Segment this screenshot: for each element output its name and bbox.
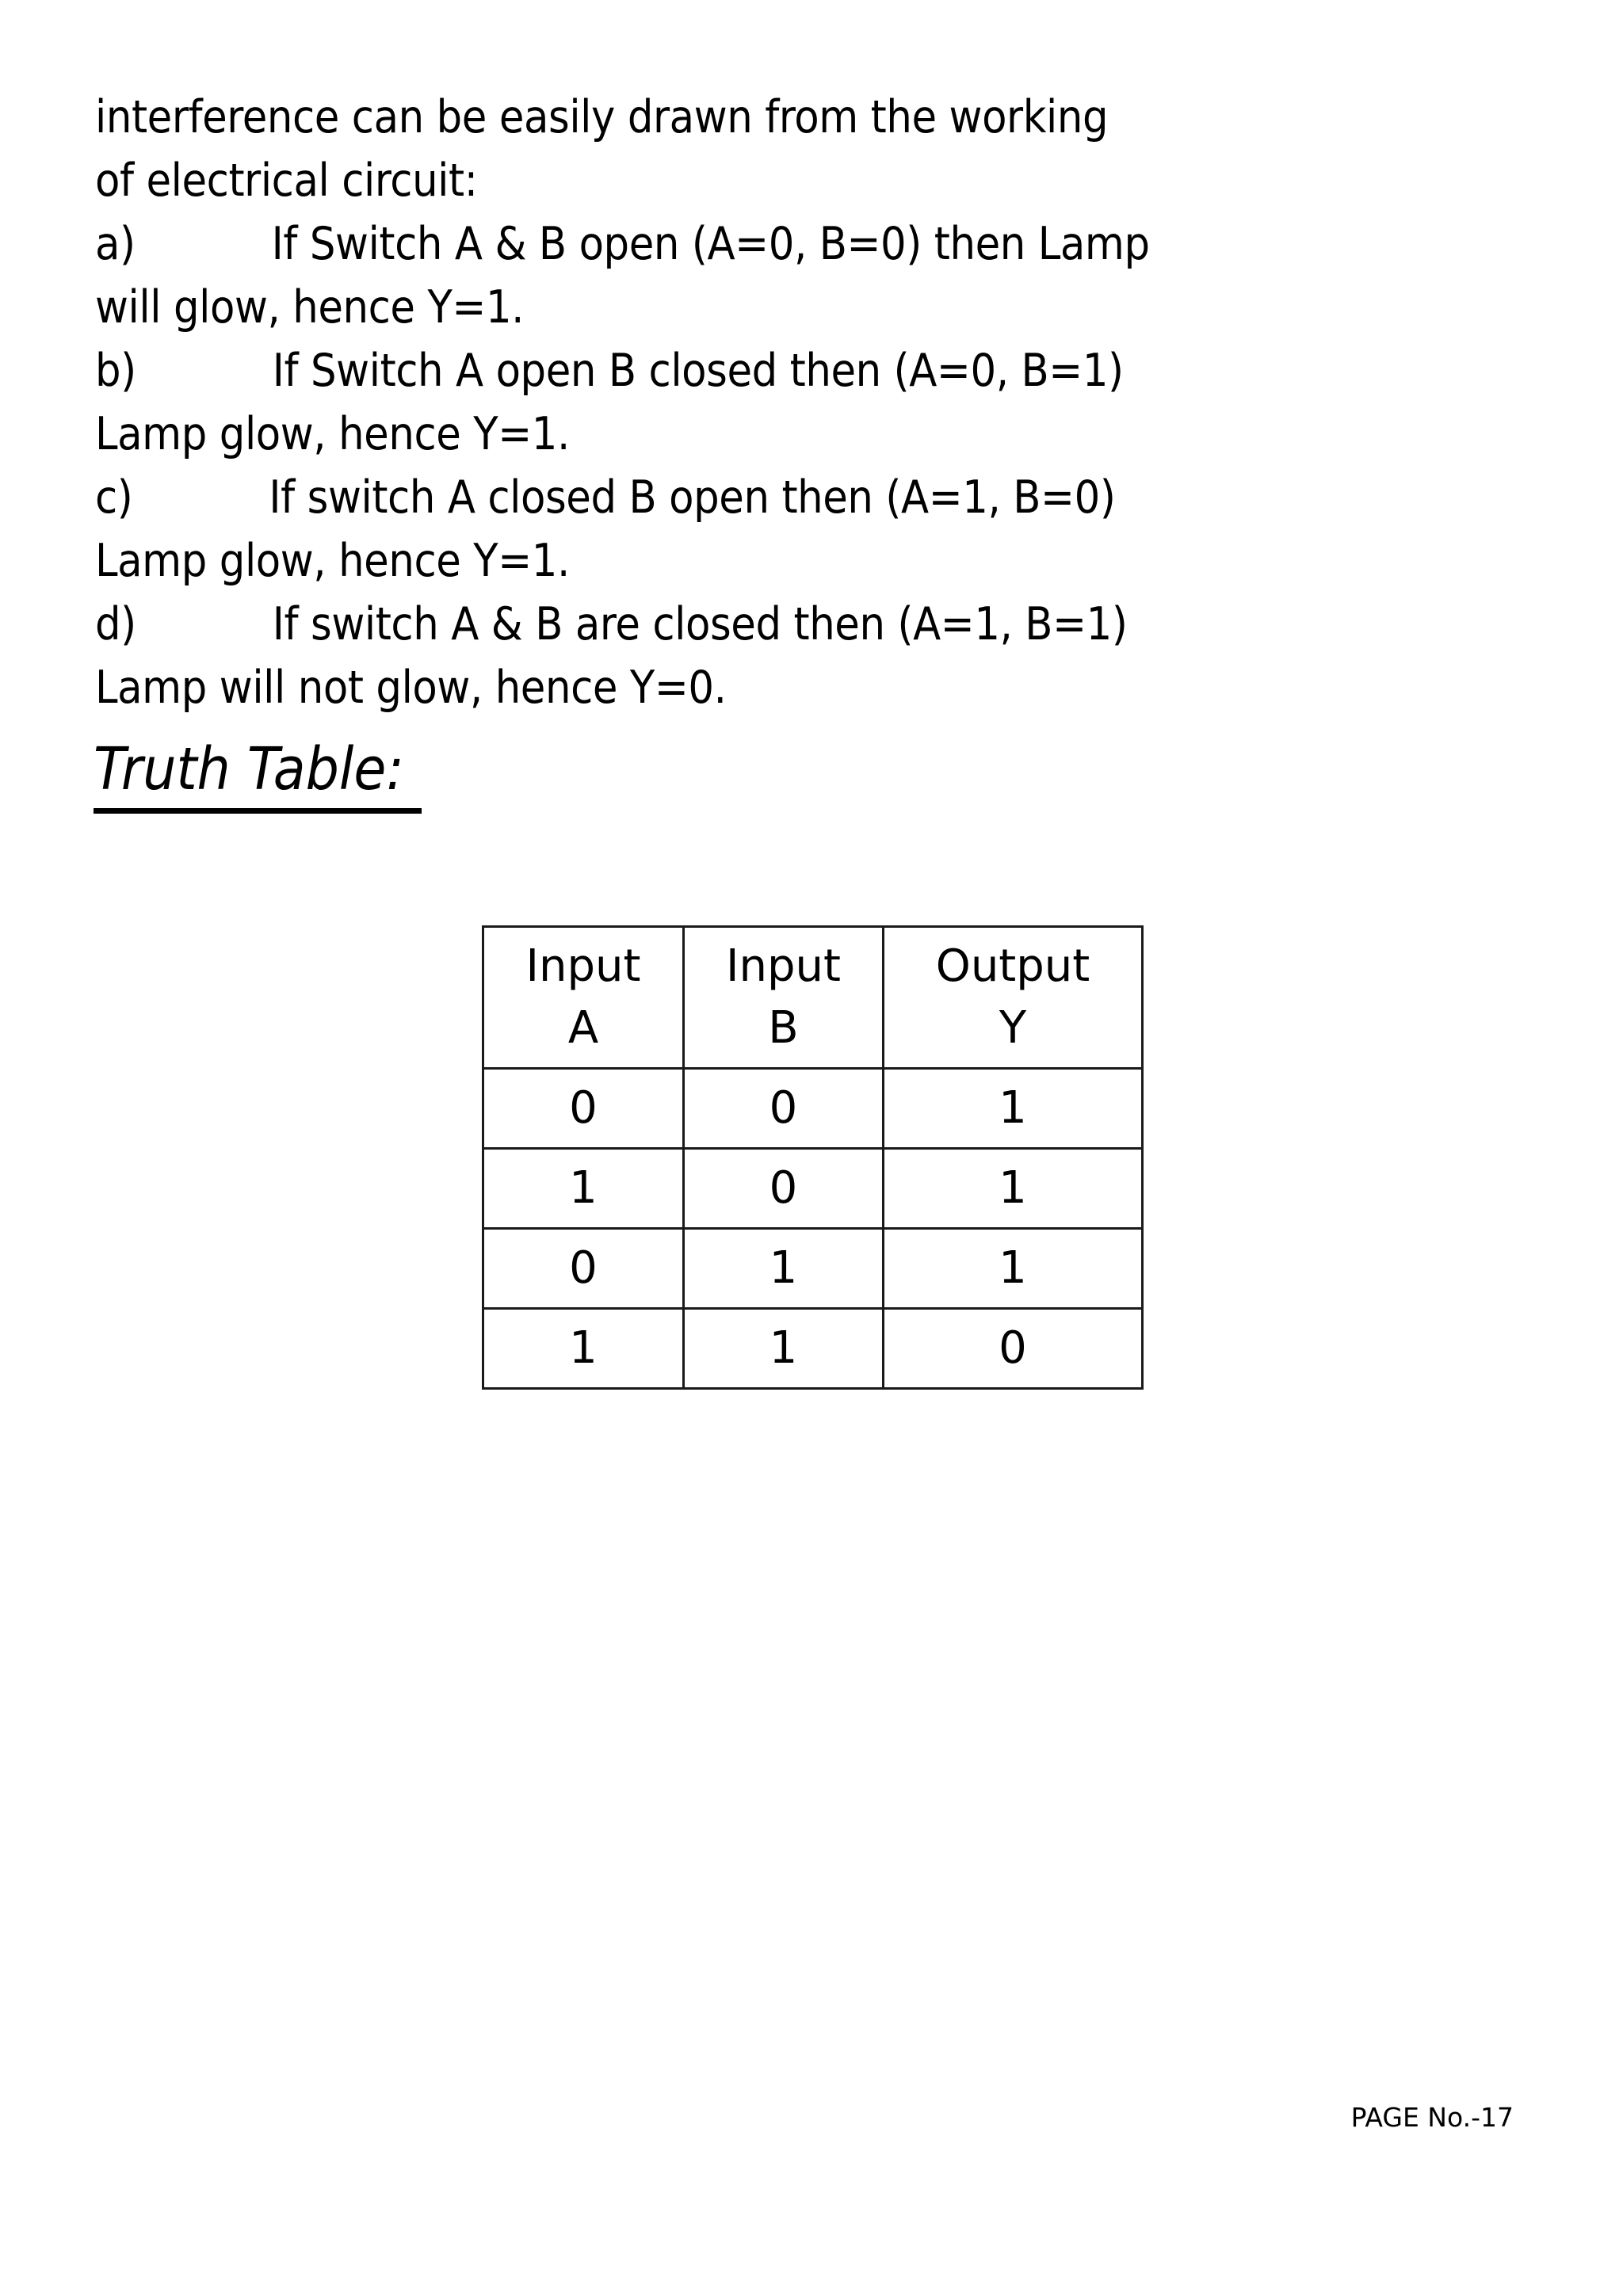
list-item-a-line1: a) If Switch A & B open (A=0, B=0) then L… <box>95 212 1522 276</box>
list-item-a-line2: will glow, hence Y=1. <box>95 281 525 334</box>
body-text-block: interference can be easily drawn from th… <box>95 86 1522 719</box>
list-marker-c: c) <box>95 471 133 524</box>
table-cell: 1 <box>682 1227 884 1310</box>
list-item-a-text: If Switch A & B open (A=0, B=0) then Lam… <box>271 218 1150 270</box>
table-cell: 1 <box>482 1307 685 1390</box>
list-item-b-line2: Lamp glow, hence Y=1. <box>95 408 570 460</box>
table-row: 1 1 0 <box>482 1307 1144 1390</box>
table-header-input-a: Input A <box>482 925 685 1070</box>
table-header-output-y-line1: Output <box>935 940 1090 992</box>
section-heading-truth-table: Truth Table: <box>94 734 422 814</box>
table-row: 1 0 1 <box>482 1147 1144 1230</box>
table-header-output-y: Output Y <box>882 925 1144 1070</box>
table-header-output-y-line2: Y <box>999 1002 1027 1054</box>
table-cell: 1 <box>682 1307 884 1390</box>
table-cell: 0 <box>482 1227 685 1310</box>
table-cell: 1 <box>882 1227 1144 1310</box>
table-header-input-b-line1: Input <box>725 940 841 992</box>
list-item-c-text: If switch A closed B open then (A=1, B=0… <box>269 471 1116 524</box>
table-header-input-a-line1: Input <box>525 940 641 992</box>
truth-table: Input A Input B Output Y 0 0 1 1 <box>482 925 1144 1390</box>
table-cell: 0 <box>682 1067 884 1150</box>
list-item-d-text: If switch A & B are closed then (A=1, B=… <box>272 598 1128 650</box>
table-cell: 0 <box>682 1147 884 1230</box>
table-header-row: Input A Input B Output Y <box>482 925 1144 1070</box>
list-item-b-line1: b) If Switch A open B closed then (A=0, B… <box>95 339 1522 402</box>
table-header-input-b-line2: B <box>768 1002 799 1054</box>
paragraph-line: of electrical circuit: <box>95 154 478 207</box>
list-item-c-line1: c) If switch A closed B open then (A=1, B… <box>95 466 1522 529</box>
list-item-d-line1: d) If switch A & B are closed then (A=1, … <box>95 593 1522 656</box>
list-item-d-line2: Lamp will not glow, hence Y=0. <box>95 662 727 714</box>
page-number-footer: PAGE No.-17 <box>1350 2102 1514 2133</box>
table-header-input-b: Input B <box>682 925 884 1070</box>
section-heading-text: Truth Table: <box>94 734 422 814</box>
paragraph-line: interference can be easily drawn from th… <box>95 91 1109 143</box>
table-cell: 1 <box>882 1067 1144 1150</box>
list-marker-b: b) <box>95 345 136 397</box>
list-marker-a: a) <box>95 218 136 270</box>
list-marker-d: d) <box>95 598 136 650</box>
list-item-b-text: If Switch A open B closed then (A=0, B=1… <box>272 345 1124 397</box>
table-cell: 0 <box>482 1067 685 1150</box>
table-row: 0 1 1 <box>482 1227 1144 1310</box>
table-cell: 1 <box>882 1147 1144 1230</box>
list-item-c-line2: Lamp glow, hence Y=1. <box>95 535 570 587</box>
table-cell: 0 <box>882 1307 1144 1390</box>
table-row: 0 0 1 <box>482 1067 1144 1150</box>
table-cell: 1 <box>482 1147 685 1230</box>
table-header-input-a-line2: A <box>567 1002 599 1054</box>
